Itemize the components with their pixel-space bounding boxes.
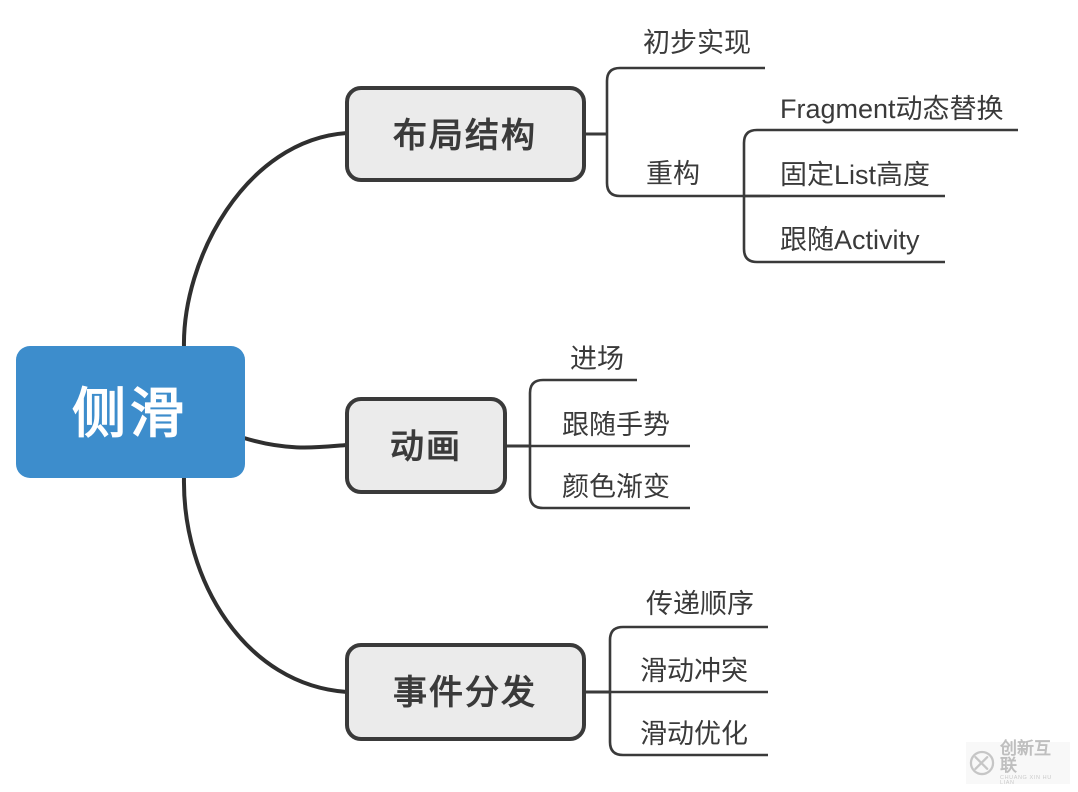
node-branch-event[interactable]: 事件分发 bbox=[345, 643, 586, 741]
branch-event-label: 事件分发 bbox=[393, 674, 537, 712]
link-root-to-layout bbox=[181, 131, 349, 350]
bracket-animation bbox=[528, 378, 690, 510]
bracket-layout-level2 bbox=[605, 66, 770, 198]
leaf-label-refactor: 重构 bbox=[646, 159, 700, 189]
node-root[interactable]: 侧滑 bbox=[16, 346, 245, 478]
link-root-to-animation bbox=[242, 436, 349, 450]
branch-animation-label: 动画 bbox=[390, 428, 462, 466]
leaf-label-follow-activity: 跟随Activity bbox=[780, 225, 920, 255]
root-node-label: 侧滑 bbox=[72, 384, 188, 444]
watermark: 创新互联 CHUANG XIN HU LIAN bbox=[966, 738, 1070, 786]
node-branch-animation[interactable]: 动画 bbox=[345, 397, 507, 494]
leaf-label-fixed-list-height: 固定List高度 bbox=[780, 160, 930, 190]
leaf-label-initial-impl: 初步实现 bbox=[643, 28, 751, 58]
leaf-label-color-gradient: 颜色渐变 bbox=[562, 472, 670, 502]
leaf-label-enter-animation: 进场 bbox=[570, 344, 624, 374]
leaf-label-scroll-conflict: 滑动冲突 bbox=[640, 656, 748, 686]
leaf-label-scroll-optimize: 滑动优化 bbox=[640, 719, 748, 749]
watermark-en-text: CHUANG XIN HU LIAN bbox=[1000, 774, 1052, 786]
leaf-label-fragment-replace: Fragment动态替换 bbox=[780, 94, 1004, 124]
circle-x-logo-icon bbox=[969, 750, 995, 776]
root-node-box bbox=[16, 346, 245, 478]
link-root-to-event bbox=[181, 475, 349, 694]
node-branch-layout[interactable]: 布局结构 bbox=[345, 86, 586, 182]
branch-layout-label: 布局结构 bbox=[393, 117, 537, 155]
watermark-cn-text: 创新互联 bbox=[1000, 738, 1051, 775]
leaf-label-follow-gesture: 跟随手势 bbox=[562, 410, 670, 440]
leaf-label-dispatch-order: 传递顺序 bbox=[646, 589, 754, 619]
